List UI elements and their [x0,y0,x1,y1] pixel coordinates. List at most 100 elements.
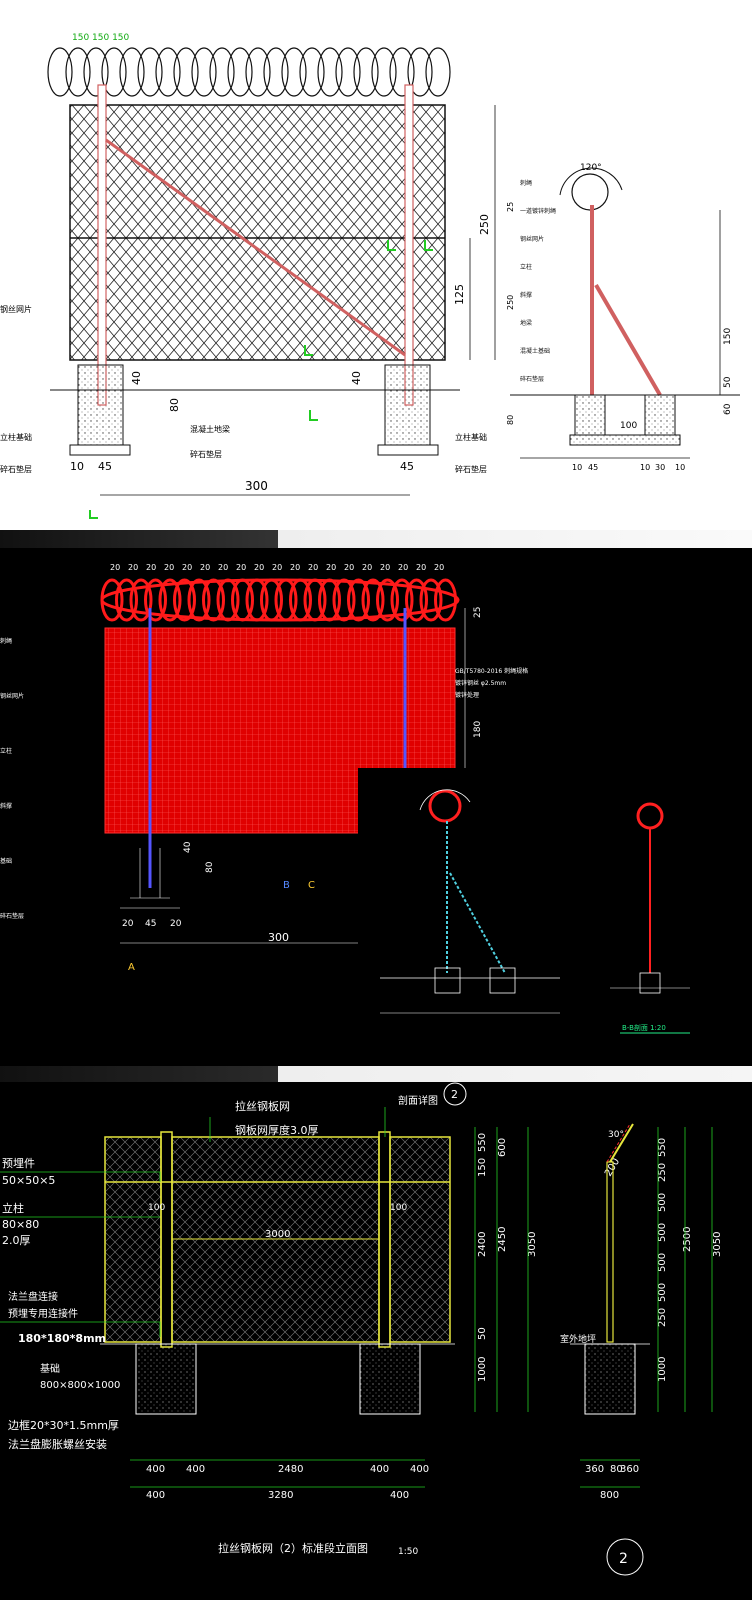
fence-elevation-drawing-3: 拉丝钢板网 钢板网厚度3.0厚 剖面详图 预埋件 50×50×5 立柱 80×8… [0,1082,723,1576]
dim-wid-a: 45 [98,460,112,473]
bottom-dim: 400 [410,1464,429,1475]
label-C: C [308,880,315,891]
top-tick: 20 [416,563,426,572]
callout-post-base: 立柱基础 [455,432,487,442]
top-tick: 20 [290,563,300,572]
p2-foot3: 20 [170,919,182,929]
mesh-thickness: 钢板网厚度3.0厚 [235,1123,319,1137]
left-note: 斜撑 [0,802,12,810]
v-left-dim: 1000 [477,1357,488,1382]
spacing-label: 150 150 150 [72,33,130,43]
dim-base-a-right: 40 [350,371,363,385]
sec-w6: 10 [675,463,685,472]
install-note: 法兰盘膨胀螺丝安装 [8,1437,107,1451]
section-label: 钢丝网片 [520,235,544,243]
bottom-dim: 400 [146,1464,165,1475]
top-tick: 20 [110,563,120,572]
callout-gravel: 碎石垫层 [190,449,222,459]
post-left [160,1131,173,1348]
total-dim: 3280 [268,1490,293,1501]
v-right-dim: 550 [657,1138,668,1157]
found-label: 基础 [40,1362,60,1375]
gap-left: 100 [148,1203,165,1213]
sec-w4: 10 [640,463,650,472]
sec-w-dim: 360 [585,1464,604,1475]
top-tick: 20 [146,563,156,572]
sec-w-dim: 360 [620,1464,639,1475]
section-label: 地梁 [520,319,532,327]
dim-mid-height: 125 [453,284,466,305]
p2-foot1: 20 [122,919,134,929]
left-note: 钢丝网片 [0,692,24,700]
p2-dim-top: 25 [473,607,483,618]
left-note: 基础 [0,857,12,865]
circle-num: 2 [451,1088,458,1101]
sec-h1: 25 [506,202,515,212]
v-right-dim: 1000 [657,1357,668,1382]
p2-width: 300 [268,931,289,944]
flange-sub: 预埋专用连接件 [8,1307,78,1320]
note-line: 镀锌钢丝 φ2.5mm [455,679,506,687]
note-line: 镀锌处理 [455,691,479,699]
section-view-3 [570,1123,650,1415]
separator-2 [0,1066,752,1082]
flange-label: 法兰盘连接 [8,1290,58,1303]
diagonal-brace [105,138,406,357]
v-left2-dim: 600 [497,1138,508,1157]
dim-wid-a-right: 45 [400,460,414,473]
v-left-dim: 150 [477,1158,488,1177]
top-tick: 20 [272,563,282,572]
note-line: GB/T5780-2016 刺绳规格 [455,667,528,675]
sec-h4: 50 [723,376,733,388]
top-tick: 20 [344,563,354,572]
callout-base-left: 立柱基础 [0,432,32,442]
section-label: 刺绳 [520,179,532,187]
sec-w3: 45 [588,463,598,472]
embed-size: 50×50×5 [2,1174,55,1187]
left-note: 立柱 [0,747,12,755]
v-left2-dim: 3050 [527,1232,538,1257]
total-dim: 400 [146,1490,165,1501]
v-right2-dim: 2500 [682,1227,693,1252]
v-right-dim: 500 [657,1253,668,1272]
section-label: 斜撑 [520,291,532,299]
top-tick: 20 [326,563,336,572]
detail-section-a [380,789,560,1014]
right-post [404,84,414,406]
top-tick: 20 [218,563,228,572]
fence-elevation-panel-3: 拉丝钢板网 钢板网厚度3.0厚 剖面详图 预埋件 50×50×5 立柱 80×8… [0,1082,752,1600]
sec-h5: 60 [723,403,733,415]
gap-right: 100 [390,1203,407,1213]
bottom-dim: 400 [186,1464,205,1475]
sec-w1: 100 [620,421,637,431]
left-note: 刺绳 [0,637,12,645]
detail-section-b [610,802,690,994]
callout-mesh: 钢丝网片 [0,304,32,314]
bottom-dim: 400 [370,1464,389,1475]
right-foundation [384,364,431,446]
ground-label: 室外地坪 [560,1333,596,1345]
post-right [378,1131,391,1348]
post-thick: 2.0厚 [2,1234,31,1247]
callout-gravel-right: 碎石垫层 [455,464,487,474]
v-left-dim: 550 [477,1133,488,1152]
top-tick: 20 [308,563,318,572]
drawing-title: 拉丝钢板网（2）标准段立面图 [218,1541,368,1555]
top-tick: 20 [398,563,408,572]
foundation-left [135,1343,197,1415]
v-right-dim: 500 [657,1283,668,1302]
top-tick: 20 [164,563,174,572]
bottom-dim: 2480 [278,1464,303,1475]
label-B: B [283,880,290,891]
top-tick: 20 [254,563,264,572]
top-tick: 20 [362,563,372,572]
v-left-dim: 2400 [477,1232,488,1257]
separator-1 [0,530,752,548]
v-right-dim: 500 [657,1223,668,1242]
callout-concrete: 混凝土地梁 [190,424,230,434]
mesh-label: 拉丝钢板网 [235,1099,290,1113]
fence-elevation-panel-1: 150 150 150 250 125 40 80 40 10 45 45 30… [0,0,752,530]
section-label: 碎石垫层 [520,375,544,383]
